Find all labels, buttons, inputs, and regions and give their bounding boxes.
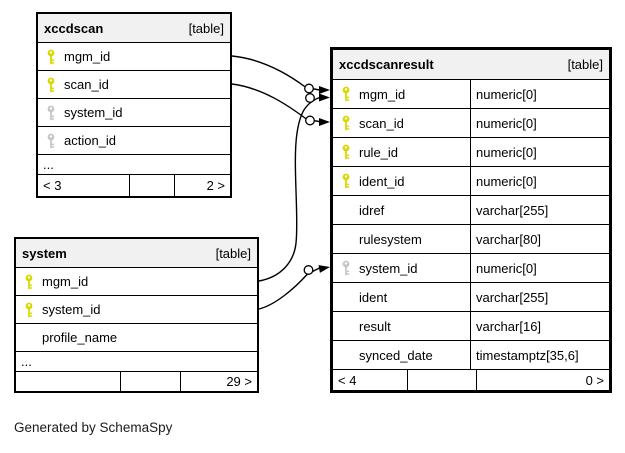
fk-edge-xccdscan-mgm_id: [231, 55, 320, 91]
arrowhead-mgm-2: [319, 93, 330, 102]
edge-circle-mgm-2: [305, 93, 315, 103]
footer-children-count: [16, 372, 120, 391]
footer-children-count: < 3: [43, 178, 62, 193]
column-row-rulesystem[interactable]: rulesystem varchar[80]: [333, 225, 609, 254]
column-row-system_id[interactable]: system_id: [38, 99, 230, 127]
fk-key-icon: [38, 133, 64, 149]
pk-key-icon: [16, 274, 42, 290]
column-name: system_id: [359, 260, 418, 276]
table-name[interactable]: xccdscan: [44, 20, 104, 36]
column-type: timestamptz[35,6]: [470, 341, 609, 369]
table-name[interactable]: xccdscanresult: [339, 57, 434, 72]
table-footer: 29 >: [16, 372, 257, 391]
column-name: scan_id: [64, 77, 109, 92]
column-row-ident_id[interactable]: ident_id numeric[0]: [333, 167, 609, 196]
column-row-mgm_id[interactable]: mgm_id: [38, 43, 230, 71]
column-row-action_id[interactable]: action_id: [38, 127, 230, 155]
table-footer: < 3 2 >: [38, 175, 230, 196]
fk-edge-xccdscan-scan_id: [231, 83, 320, 123]
table-xccdscanresult[interactable]: xccdscanresult [table] mgm_id numeric[0]…: [330, 47, 612, 393]
arrowhead-scan: [319, 118, 330, 126]
column-row-rule_id[interactable]: rule_id numeric[0]: [333, 138, 609, 167]
column-name: ident: [359, 289, 388, 305]
column-row-idref[interactable]: idref varchar[255]: [333, 196, 609, 225]
column-name: mgm_id: [64, 49, 111, 64]
footer-mid-cell: [407, 370, 476, 390]
column-row-ident[interactable]: ident varchar[255]: [333, 283, 609, 312]
footer-parents-count: 2 >: [174, 175, 230, 196]
column-name: mgm_id: [359, 86, 406, 102]
edge-circle-mgm-1: [304, 83, 314, 94]
pk-key-icon: [38, 49, 64, 65]
column-type: numeric[0]: [470, 80, 609, 108]
table-type-badge: [table]: [567, 57, 603, 72]
footer-children-count: < 4: [338, 372, 357, 388]
column-type: varchar[255]: [470, 283, 609, 311]
table-type-badge: [table]: [215, 245, 251, 261]
column-type: numeric[0]: [470, 167, 609, 195]
column-type: numeric[0]: [470, 254, 609, 282]
ellipsis-row: ...: [16, 352, 257, 372]
column-name: rule_id: [359, 144, 399, 160]
arrowhead-mgm-1: [319, 86, 330, 94]
fk-edge-system-mgm_id: [258, 96, 320, 282]
column-name: rulesystem: [359, 231, 422, 247]
column-row-system_id[interactable]: system_id numeric[0]: [333, 254, 609, 283]
column-row-mgm_id[interactable]: mgm_id: [16, 268, 257, 296]
column-name: scan_id: [359, 115, 404, 131]
column-type: varchar[80]: [470, 225, 609, 253]
pk-key-icon: [38, 77, 64, 93]
edge-circle-system_id: [303, 265, 314, 275]
column-name: action_id: [64, 133, 117, 148]
table-header-xccdscanresult[interactable]: xccdscanresult [table]: [333, 50, 609, 80]
table-header-xccdscan[interactable]: xccdscan [table]: [38, 14, 230, 43]
column-name: idref: [359, 202, 385, 218]
footer-parents-count: 0 >: [476, 370, 609, 390]
column-row-synced_date[interactable]: synced_date timestamptz[35,6]: [333, 341, 609, 370]
pk-key-icon: [333, 115, 359, 131]
pk-key-icon: [333, 86, 359, 102]
column-row-scan_id[interactable]: scan_id: [38, 71, 230, 99]
table-type-badge: [table]: [188, 20, 224, 36]
footer-mid-cell: [120, 372, 180, 391]
footer-parents-count: 29 >: [180, 372, 257, 391]
table-xccdscan[interactable]: xccdscan [table] mgm_id scan_id system_i…: [36, 12, 232, 198]
column-name: result: [359, 318, 391, 334]
footer-mid-cell: [129, 175, 174, 196]
schemaspy-credit: Generated by SchemaSpy: [14, 420, 173, 435]
pk-key-icon: [16, 302, 42, 318]
ellipsis-row: ...: [38, 155, 230, 175]
table-footer: < 4 0 >: [333, 370, 609, 390]
column-type: varchar[255]: [470, 196, 609, 224]
edge-circle-scan: [305, 115, 315, 126]
column-row-mgm_id[interactable]: mgm_id numeric[0]: [333, 80, 609, 109]
arrowhead-system_id: [318, 265, 330, 273]
pk-key-icon: [333, 144, 359, 160]
column-name: system_id: [64, 105, 123, 120]
fk-edge-system-system_id: [258, 266, 321, 310]
column-row-profile_name[interactable]: profile_name: [16, 324, 257, 352]
fk-key-icon: [333, 260, 359, 276]
column-type: varchar[16]: [470, 312, 609, 340]
column-row-system_id[interactable]: system_id: [16, 296, 257, 324]
fk-key-icon: [38, 105, 64, 121]
column-row-scan_id[interactable]: scan_id numeric[0]: [333, 109, 609, 138]
table-system[interactable]: system [table] mgm_id system_id profile_…: [14, 237, 259, 393]
column-type: numeric[0]: [470, 138, 609, 166]
column-name: system_id: [42, 302, 101, 317]
table-header-system[interactable]: system [table]: [16, 239, 257, 268]
pk-key-icon: [333, 173, 359, 189]
column-type: numeric[0]: [470, 109, 609, 137]
table-name[interactable]: system: [22, 245, 67, 261]
column-name: profile_name: [42, 330, 118, 345]
column-name: mgm_id: [42, 274, 89, 289]
column-name: ident_id: [359, 173, 405, 189]
column-name: synced_date: [359, 347, 433, 363]
column-row-result[interactable]: result varchar[16]: [333, 312, 609, 341]
